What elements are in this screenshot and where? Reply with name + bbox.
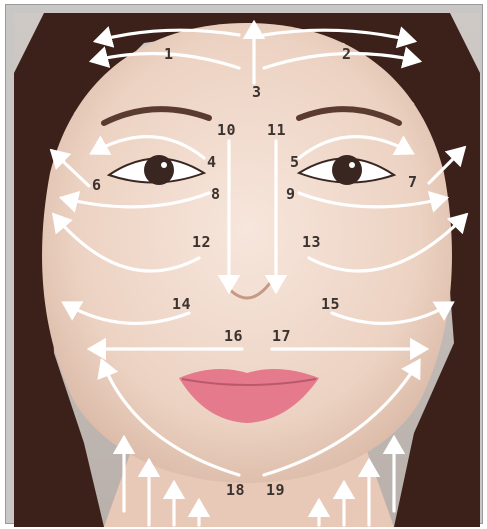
label-11: 11 [267,121,286,139]
label-5: 5 [290,153,300,171]
label-16: 16 [224,327,243,345]
label-15: 15 [321,295,340,313]
label-8: 8 [211,185,221,203]
label-17: 17 [272,327,291,345]
label-14: 14 [172,295,191,313]
label-10: 10 [217,121,236,139]
label-18: 18 [226,481,245,499]
label-7: 7 [408,173,418,191]
label-6: 6 [92,176,102,194]
label-9: 9 [286,185,296,203]
label-19: 19 [266,481,285,499]
image-frame: 1 2 3 10 11 4 5 6 7 8 9 12 13 14 15 16 1… [5,4,483,524]
label-1: 1 [164,45,174,63]
label-4: 4 [207,153,217,171]
label-3: 3 [252,83,262,101]
face-illustration [14,13,480,527]
label-2: 2 [342,45,352,63]
face-massage-diagram: 1 2 3 10 11 4 5 6 7 8 9 12 13 14 15 16 1… [14,13,480,527]
label-13: 13 [302,233,321,251]
label-12: 12 [192,233,211,251]
